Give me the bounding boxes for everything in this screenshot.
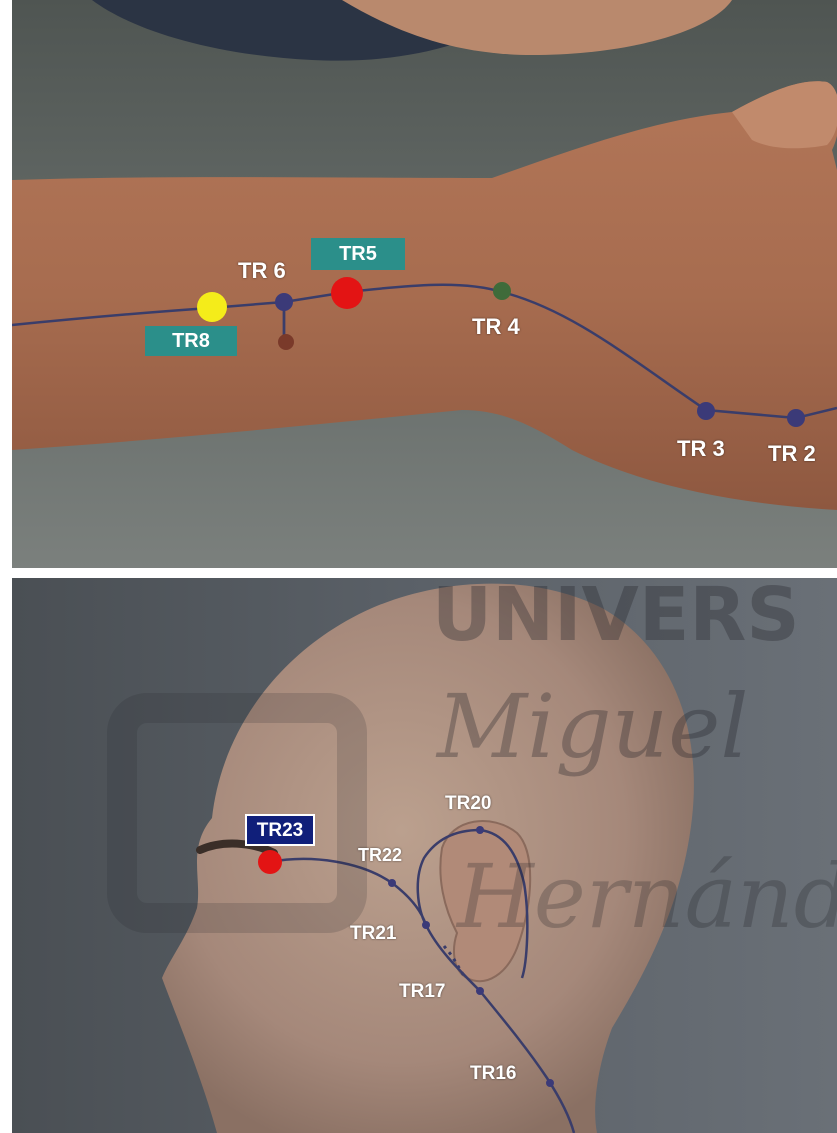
label-tr23: TR23 <box>245 814 315 846</box>
point-tr4 <box>493 282 511 300</box>
label-tr5: TR5 <box>311 238 405 270</box>
point-tr8 <box>197 292 227 322</box>
label-tr2: TR 2 <box>768 443 816 465</box>
label-tr4: TR 4 <box>472 316 520 338</box>
label-tr17: TR17 <box>399 982 445 1001</box>
point-tr17 <box>476 987 484 995</box>
watermark-line3: Hernández <box>457 853 837 941</box>
label-tr16: TR16 <box>470 1064 516 1083</box>
arm-photo-panel: TR 6 TR5 TR8 TR 4 TR 3 TR 2 <box>12 0 837 568</box>
label-tr6: TR 6 <box>238 260 286 282</box>
head-photo-panel: UNIVERS Miguel Hernández TR23 TR22 TR20 … <box>12 578 837 1133</box>
point-tr6 <box>275 293 293 311</box>
point-tr7 <box>278 334 294 350</box>
point-tr20 <box>476 826 484 834</box>
point-tr3 <box>697 402 715 420</box>
arm-photo <box>12 0 837 568</box>
point-tr22 <box>388 879 396 887</box>
point-tr2 <box>787 409 805 427</box>
watermark-line1: UNIVERS <box>432 578 800 652</box>
watermark-logo <box>107 693 367 933</box>
label-tr21: TR21 <box>350 924 396 943</box>
label-tr20: TR20 <box>445 794 491 813</box>
label-tr22: TR22 <box>358 846 402 864</box>
point-tr5 <box>331 277 363 309</box>
watermark-line2: Miguel <box>437 683 748 771</box>
point-tr16 <box>546 1079 554 1087</box>
label-tr3: TR 3 <box>677 438 725 460</box>
point-tr21 <box>422 921 430 929</box>
label-tr8: TR8 <box>145 326 237 356</box>
